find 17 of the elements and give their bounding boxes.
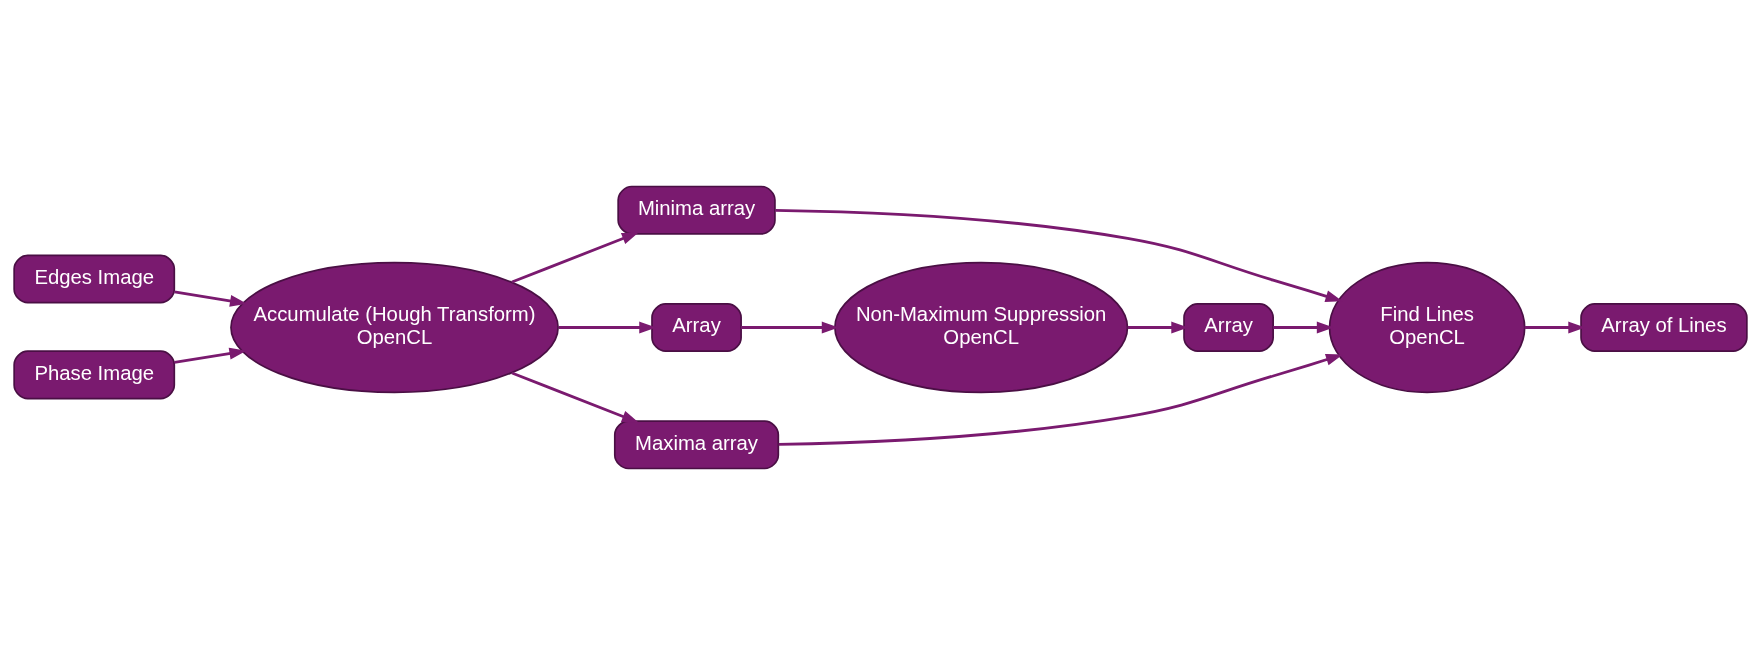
arrow — [174, 347, 247, 364]
node-box: Maxima array — [613, 419, 780, 469]
node-ellipse: Non-Maximum Suppression OpenCL — [834, 261, 1129, 393]
arrow — [511, 231, 639, 283]
arrow — [775, 208, 1343, 302]
node-ellipse: Find Lines OpenCL — [1328, 261, 1526, 393]
node-box: Minima array — [617, 185, 776, 235]
node-box: Phase Image — [13, 349, 176, 399]
arrow — [174, 289, 247, 307]
node-box: Edges Image — [13, 253, 176, 304]
arrow — [741, 321, 839, 333]
node-box: Array — [1183, 302, 1274, 352]
arrow — [778, 353, 1343, 446]
arrow — [511, 371, 639, 423]
arrow — [1273, 321, 1334, 333]
node-box: Array — [651, 302, 742, 352]
node-box: Array of Lines — [1580, 302, 1748, 352]
